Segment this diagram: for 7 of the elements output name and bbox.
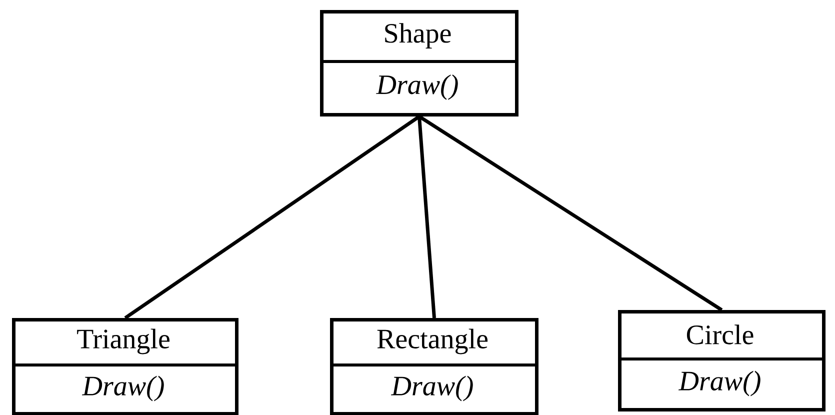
connector-line	[418, 115, 723, 312]
class-box: Circle Draw()	[618, 310, 826, 412]
class-box: Triangle Draw()	[12, 318, 238, 415]
class-box: Rectangle Draw()	[330, 318, 538, 415]
class-box: Shape Draw()	[320, 10, 518, 116]
connector-line	[418, 116, 436, 318]
connector-line	[124, 115, 420, 320]
